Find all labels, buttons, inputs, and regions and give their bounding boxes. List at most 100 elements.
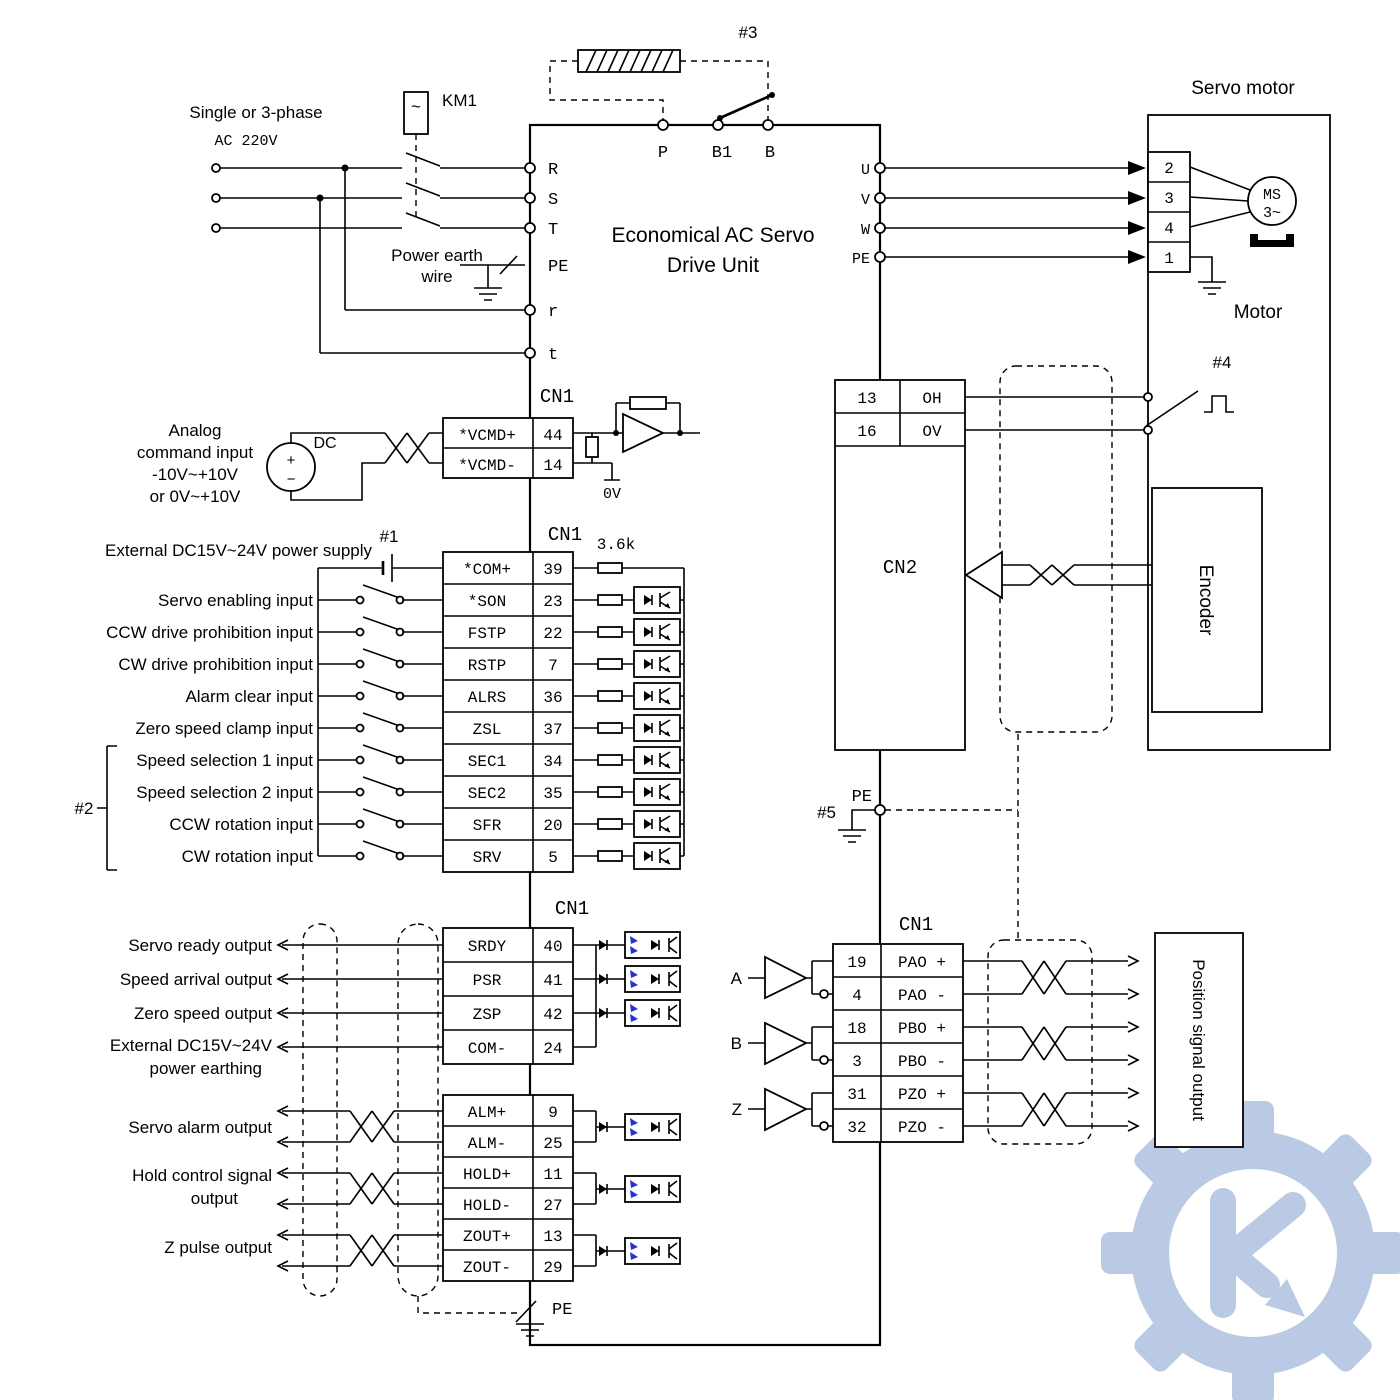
cn2-pin-13: 13 [857,390,876,408]
output-pin-zoutm: 29 [543,1259,562,1277]
input-series-resistors [597,562,623,862]
position-pin-2: 18 [847,1020,866,1038]
dc-minus: − [286,472,295,489]
terminal-S-label: S [548,191,558,210]
position-sig-5: PZO - [898,1119,946,1137]
output-label-hold-1: Hold control signal [132,1166,272,1185]
terminal-B-label: B [765,144,775,163]
motor-pin-3: 3 [1164,190,1174,208]
twisted-pair-analog [384,432,430,464]
output-pin-zsp: 42 [543,1006,562,1024]
twisted-pair-alm [349,1110,395,1143]
output-label-com-2: power earthing [150,1059,262,1078]
input-pin-3: 7 [548,657,558,675]
output-label-hold-2: output [191,1189,239,1208]
cn2-sig-OV: OV [922,423,942,441]
terminal-W-label: W [861,222,870,239]
line-driver-b: B [731,1021,833,1066]
input-sig-3: RSTP [468,657,506,675]
input-label-7: Speed selection 2 input [136,783,313,802]
motor-pin-4: 4 [1164,220,1174,238]
brake-tag: #3 [739,23,758,42]
output-label-srdy: Servo ready output [128,936,272,955]
input-sig-6: SEC1 [468,753,506,771]
thermal-switch-blade [1145,390,1199,427]
input-label-4: Alarm clear input [185,687,313,706]
line-driver-a: A [731,955,833,1000]
input-resistor [585,436,599,458]
analog-0v-label: 0V [603,486,621,503]
contactor-blades [405,152,441,227]
optocoupler-icon [633,810,681,838]
analog-label-3: -10V~+10V [152,465,239,484]
output-pin-almm: 25 [543,1135,562,1153]
feedback-resistor [629,396,667,410]
terminal-PE2-label: PE [852,251,870,268]
optocoupler-icon [633,778,681,806]
optocoupler-output-icon [624,1175,681,1203]
twisted-pair-pzo [1021,1092,1067,1127]
power-earth-label-1: Power earth [391,246,483,265]
analog-pin-1: 14 [543,457,562,475]
input-sig-0: *COM+ [463,561,511,579]
motor-ms-sub: 3~ [1263,205,1281,222]
output-pin-psr: 41 [543,972,562,990]
position-signal-label: Position signal output [1189,959,1208,1121]
output-sig-com: COM- [468,1040,506,1058]
analog-cn1-label: CN1 [540,386,574,408]
motor-pin-1: 1 [1164,250,1174,268]
twisted-pair-zout [349,1234,395,1267]
drive-title-line1: Economical AC Servo [611,224,814,247]
terminal-r2-label: r [548,303,558,322]
group2-bracket [97,745,117,871]
analog-label-4: or 0V~+10V [150,487,241,506]
optocoupler-icon [633,714,681,742]
input-pin-7: 35 [543,785,562,803]
output-sig-zsp: ZSP [473,1006,502,1024]
position-pin-5: 32 [847,1119,866,1137]
watermark-k-arrow-icon [1210,1188,1306,1318]
terminal-R-label: R [548,161,558,180]
motor-pin-2: 2 [1164,160,1174,178]
optocoupler-output-icon [624,1113,681,1141]
input-label-0: External DC15V~24V power supply [105,541,372,560]
position-sig-1: PAO - [898,987,946,1005]
op-amp-symbol [622,412,666,454]
phase-label: Single or 3-phase [189,103,322,122]
dc-plus: + [286,453,295,470]
output-sig-almp: ALM+ [468,1104,506,1122]
bottom-pe-label: PE [552,1301,572,1320]
power-earth-label-2: wire [420,267,452,286]
position-pin-3: 3 [852,1053,862,1071]
cn2-pin-16: 16 [857,423,876,441]
encoder-label: Encoder [1195,565,1216,636]
analog-input-section: CN1 *VCMD+ 44 *VCMD- 14 Analog command i… [137,386,700,506]
output-label-com-1: External DC15V~24V [110,1036,273,1055]
mains-wires [220,167,525,354]
cn2-encoder-section: 13 OH 16 OV CN2 #4 Encoder [834,353,1263,751]
optocoupler-icon [633,682,681,710]
encoder-bundle-arrow [964,550,1003,600]
line-driver-z: Z [732,1087,833,1132]
input-label-5: Zero speed clamp input [135,719,313,738]
input-pin-2: 22 [543,625,562,643]
input-label-8: CCW rotation input [169,815,313,834]
input-sig-5: ZSL [473,721,502,739]
output-sig-srdy: SRDY [468,938,507,956]
twisted-pair-pao [1021,960,1067,995]
input-pin-5: 37 [543,721,562,739]
optocoupler-output-icon [624,965,681,993]
input-sig-4: ALRS [468,689,506,707]
analog-label-1: Analog [169,421,222,440]
output-label-alm: Servo alarm output [128,1118,272,1137]
motor-label: Motor [1234,302,1283,323]
output-cable-shield-right [397,923,439,1297]
terminal-P-label: P [658,144,668,163]
position-sig-2: PBO + [898,1020,946,1038]
pe5-section: PE #5 [817,734,1019,938]
optocoupler-output-icon [624,1237,681,1265]
terminal-V-label: V [861,192,870,209]
input-pin-0: 39 [543,561,562,579]
